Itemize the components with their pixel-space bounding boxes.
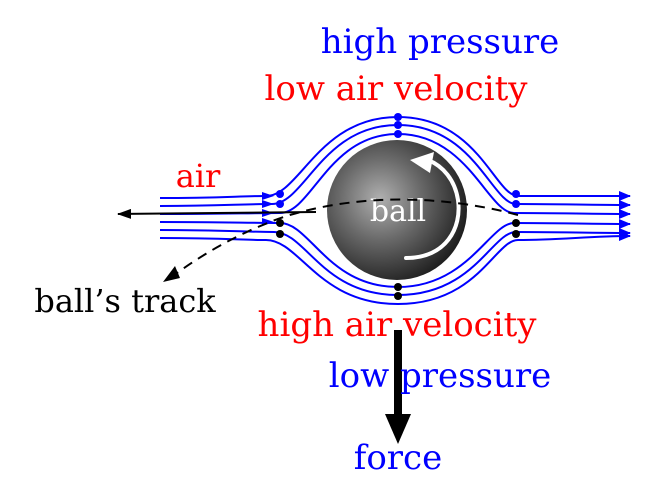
ball-track [117, 198, 519, 282]
ball [327, 140, 467, 280]
dot-top-1 [394, 113, 402, 121]
ball-track-solid [117, 208, 317, 219]
dot-bottom-1 [394, 283, 402, 291]
force-arrow-icon [385, 330, 411, 444]
high-air-velocity-label: high air velocity [258, 305, 538, 345]
dot-right-2 [512, 200, 520, 208]
low-air-velocity-label: low air velocity [265, 69, 529, 109]
dot-bottom-2 [394, 292, 402, 300]
ball-track-dashed-arc [169, 198, 519, 279]
streamline-lower-outer [159, 231, 631, 306]
dot-right-4 [512, 230, 520, 238]
pressure-points [276, 113, 520, 300]
force-label: force [354, 438, 442, 478]
dot-left-1 [276, 190, 284, 198]
high-pressure-label: high pressure [321, 22, 560, 62]
dot-left-2 [276, 200, 284, 208]
dot-right-1 [512, 190, 520, 198]
dot-left-3 [276, 219, 284, 227]
low-pressure-label: low pressure [329, 356, 552, 396]
dot-top-2 [394, 121, 402, 129]
air-label: air [176, 157, 221, 195]
dot-right-3 [512, 219, 520, 227]
balls-track-label: ball’s track [34, 282, 216, 320]
dot-top-3 [394, 130, 402, 138]
dot-left-4 [276, 230, 284, 238]
inlet-arrowheads [262, 192, 274, 226]
